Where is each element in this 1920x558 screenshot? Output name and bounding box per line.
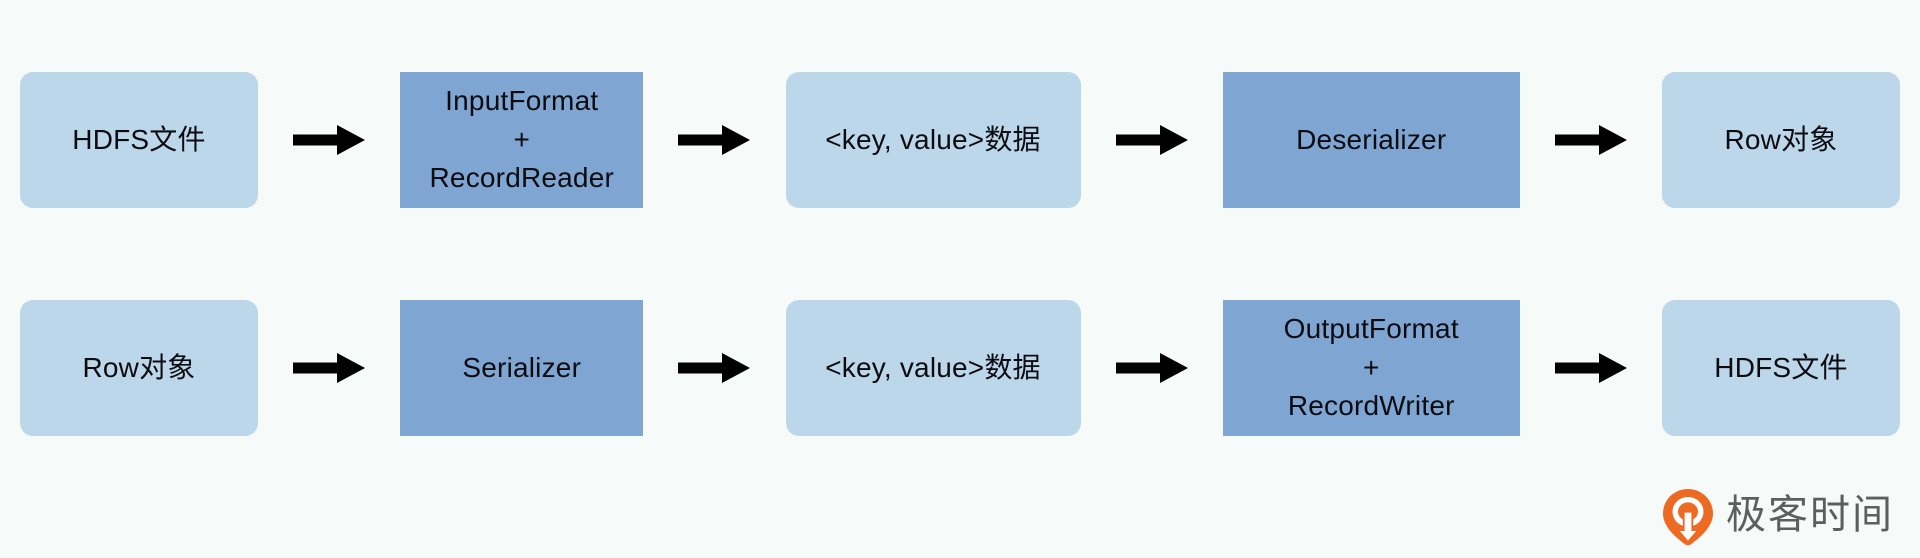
flow-arrow-right-icon	[1520, 300, 1662, 436]
flow-node-label: HDFS文件	[1714, 351, 1848, 383]
flow-node[interactable]: <key, value>数据	[785, 72, 1081, 208]
flow-node[interactable]: HDFS文件	[20, 72, 258, 208]
flow-node-label: <key, value>数据	[825, 351, 1041, 383]
flow-node[interactable]: Row对象	[20, 300, 258, 436]
flow-row-read-path: HDFS文件 InputFormat + RecordReader <key, va…	[0, 72, 1920, 208]
geektime-pin-icon	[1662, 488, 1714, 546]
flow-node-label: InputFormat + RecordReader	[429, 85, 614, 194]
flow-node-label: <key, value>数据	[825, 123, 1041, 155]
flow-node[interactable]: OutputFormat + RecordWriter	[1222, 300, 1520, 436]
flow-arrow-right-icon	[1520, 72, 1662, 208]
flow-node-label: OutputFormat + RecordWriter	[1283, 313, 1459, 422]
watermark-text: 极客时间	[1726, 492, 1894, 538]
flow-node[interactable]: HDFS文件	[1662, 300, 1900, 436]
flow-node-label: Serializer	[462, 351, 582, 383]
flow-arrow-right-icon	[258, 300, 400, 436]
flow-node[interactable]: Row对象	[1662, 72, 1900, 208]
flow-node[interactable]: InputFormat + RecordReader	[400, 72, 644, 208]
flow-arrow-right-icon	[1081, 72, 1223, 208]
flow-node[interactable]: Serializer	[400, 300, 644, 436]
flow-arrow-right-icon	[643, 72, 785, 208]
flow-node-label: HDFS文件	[72, 123, 206, 155]
flow-row-write-path: Row对象 Serializer <key, value>数据 OutputForma…	[0, 300, 1920, 436]
flow-node[interactable]: <key, value>数据	[785, 300, 1081, 436]
watermark: 极客时间	[1662, 488, 1894, 546]
flow-arrow-right-icon	[643, 300, 785, 436]
flow-arrow-right-icon	[258, 72, 400, 208]
flow-arrow-right-icon	[1081, 300, 1223, 436]
flow-node-label: Row对象	[1724, 123, 1838, 155]
flow-node-label: Row对象	[82, 351, 196, 383]
flow-node-label: Deserializer	[1296, 123, 1447, 155]
flow-node[interactable]: Deserializer	[1222, 72, 1520, 208]
